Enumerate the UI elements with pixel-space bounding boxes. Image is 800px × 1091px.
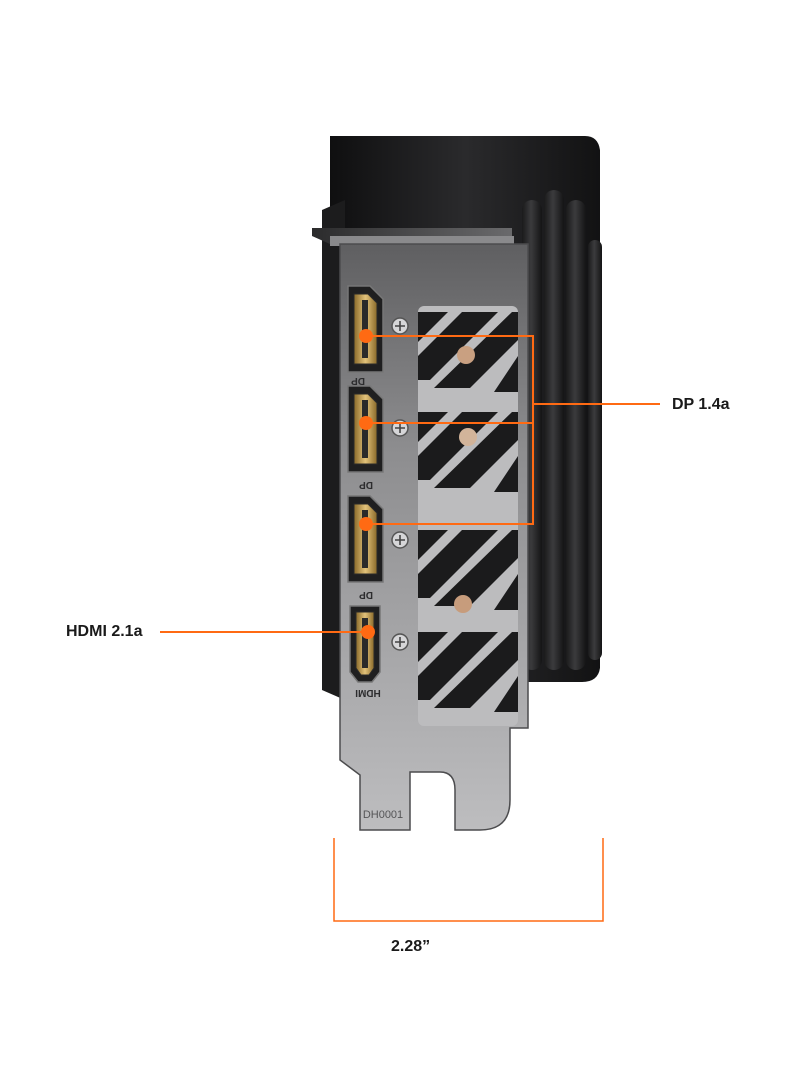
dp-callout-lines [366,335,660,525]
bracket-top-edge [330,236,514,246]
port-marking-dp-2: DP [359,479,373,490]
hdmi-callout-label: HDMI 2.1a [66,623,143,640]
port-callout-dots [359,329,375,639]
port-marking-hdmi: HDMI [355,687,381,698]
screw-icon [391,633,409,651]
width-dimension-bracket [333,838,604,922]
port-marking-dp-3: DP [359,589,373,600]
displayport-connector-icon [347,495,384,583]
displayport-connector-icon [347,285,384,373]
hdmi-connector-icon [349,605,381,683]
bracket-vent-slots [418,306,518,726]
screw-icon [391,531,409,549]
port-marking-dp-1: DP [351,375,365,386]
width-dimension-label: 2.28” [391,938,431,955]
dp-callout-label: DP 1.4a [672,396,730,413]
screw-icon [391,317,409,335]
bracket-part-code: DH0001 [363,809,403,821]
